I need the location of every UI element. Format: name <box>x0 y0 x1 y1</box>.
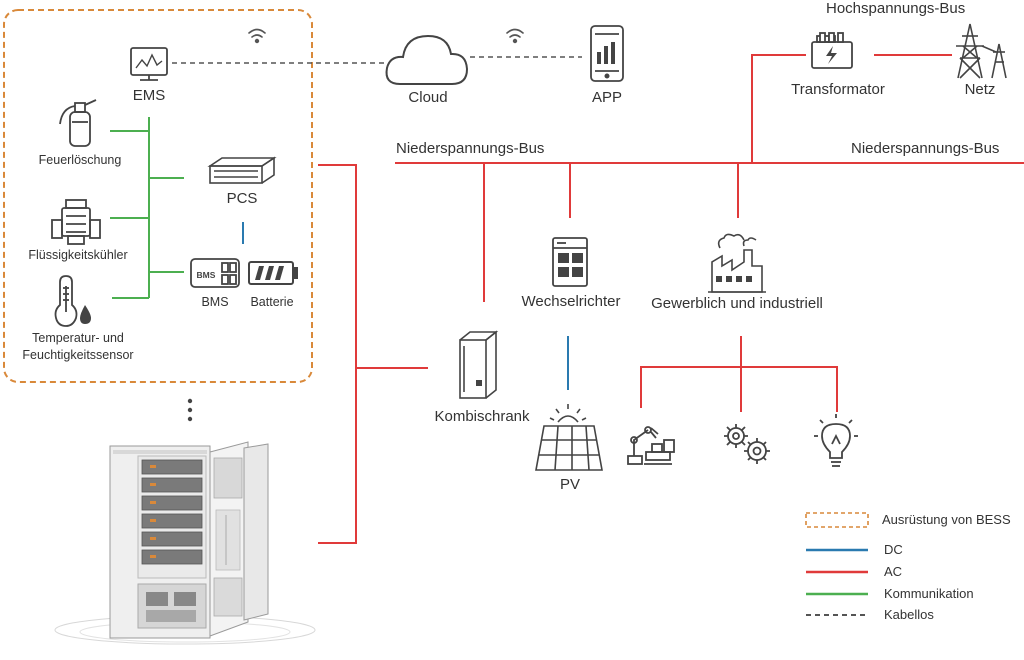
power-tower-icon <box>956 23 1007 79</box>
transformer-label: Transformator <box>791 81 885 98</box>
fire-label: Feuerlöschung <box>38 153 122 167</box>
cloud-label: Cloud <box>408 89 448 106</box>
transformer-icon <box>811 32 853 69</box>
battery-icon <box>248 261 298 285</box>
solar-panel-icon <box>535 404 603 471</box>
pv-label: PV <box>559 476 581 493</box>
combined-cabinet-icon <box>459 330 499 399</box>
legend-label-wireless: Kabellos <box>884 607 934 622</box>
factory-icon <box>708 233 766 293</box>
bms-label: BMS <box>201 295 229 309</box>
sensor-label: Temperatur- und Feuchtigkeitssensor <box>22 331 134 362</box>
wifi-icon-ems <box>248 28 266 44</box>
fire-extinguisher-icon <box>59 99 97 147</box>
hv-bus-label: Hochspannungs-Bus <box>826 0 966 17</box>
wifi-icon-app <box>506 28 524 44</box>
legend-label-ac: AC <box>884 564 903 579</box>
bess-cabinet-illustration <box>54 441 316 645</box>
battery-label: Batterie <box>250 295 294 309</box>
phone-icon <box>590 25 624 82</box>
legend-swatch-bess <box>805 512 869 528</box>
liquid-cooler-icon <box>51 199 101 245</box>
legend-label-bess: Ausrüstung von BESS <box>882 512 1011 527</box>
bms-chip-text: BMS <box>197 270 216 280</box>
pcs-device-icon <box>207 156 277 184</box>
inverter-icon <box>552 237 588 287</box>
bms-chip-icon <box>190 258 240 288</box>
pcs-label: PCS <box>226 190 258 207</box>
communication-lines <box>110 117 184 299</box>
inverter-label: Wechselrichter <box>521 293 621 310</box>
app-label: APP <box>591 89 623 106</box>
thermometer-humidity-icon <box>54 275 91 327</box>
ellipsis-dots-icon <box>187 398 193 422</box>
cloud-icon <box>385 34 469 85</box>
cabinet-label: Kombischrank <box>434 408 530 425</box>
ems-label: EMS <box>132 87 166 104</box>
lv-bus-right-label: Niederspannungs-Bus <box>851 140 1000 157</box>
grid-label: Netz <box>964 81 996 98</box>
ac-lines <box>318 54 1024 544</box>
gears-icon <box>724 424 770 464</box>
legend-label-dc: DC <box>884 542 903 557</box>
ems-monitor-icon <box>130 47 168 81</box>
lv-bus-left-label: Niederspannungs-Bus <box>396 140 545 157</box>
legend-label-communication: Kommunikation <box>884 586 974 601</box>
bess-equipment-box <box>3 9 313 383</box>
cooler-label: Flüssigkeitskühler <box>28 248 128 262</box>
industrial-label: Gewerblich und industriell <box>651 295 823 312</box>
lightbulb-icon <box>814 414 858 467</box>
robot-arm-icon <box>627 426 675 465</box>
